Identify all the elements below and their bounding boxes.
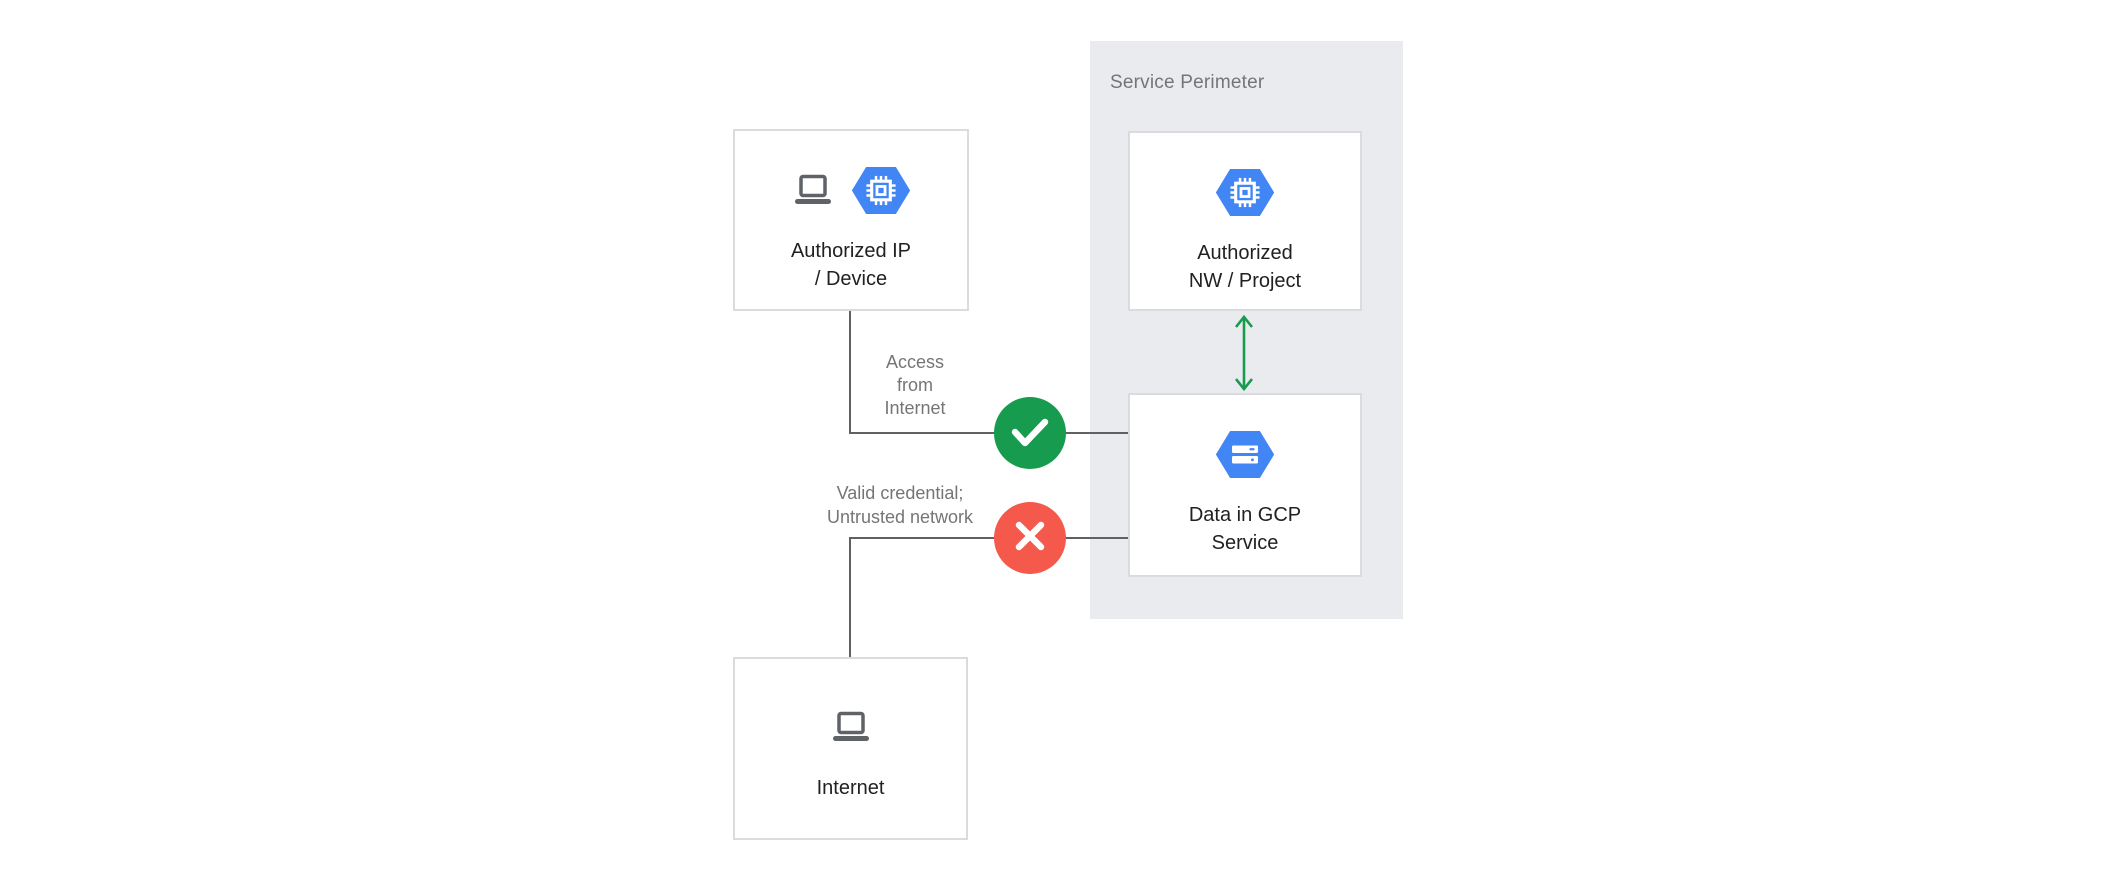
data-gcp-icons xyxy=(1214,430,1276,484)
gcp-compute-hexagon-icon xyxy=(850,163,912,223)
node-internet: Internet xyxy=(733,657,968,840)
node-authorized-ip-device: Authorized IP / Device xyxy=(733,129,969,311)
gcp-storage-hexagon-icon xyxy=(1214,427,1276,487)
double-arrow-icon xyxy=(1231,311,1257,400)
service-perimeter-title: Service Perimeter xyxy=(1110,72,1265,93)
allowed-status-badge xyxy=(994,397,1066,469)
laptop-icon xyxy=(791,173,835,214)
laptop-icon xyxy=(829,710,873,751)
internet-label: Internet xyxy=(816,777,885,799)
data-gcp-label: Data in GCP Service xyxy=(1188,504,1302,554)
x-icon xyxy=(994,500,1066,577)
connector-untrusted-horizontal-line xyxy=(849,537,1128,539)
valid-credential-untrusted-label: Valid credential; Untrusted network xyxy=(826,483,974,527)
gcp-compute-hexagon-icon xyxy=(1214,165,1276,225)
connector-access-vertical-line xyxy=(849,311,851,434)
connector-access-horizontal-line xyxy=(849,432,1128,434)
node-authorized-nw-project: Authorized NW / Project xyxy=(1128,131,1362,311)
connector-untrusted-vertical-line xyxy=(849,537,851,658)
access-from-internet-label: Access from Internet xyxy=(884,352,946,418)
node-data-in-gcp-service: Data in GCP Service xyxy=(1128,393,1362,577)
authorized-nw-icons xyxy=(1214,168,1276,222)
internet-icons xyxy=(829,703,873,757)
authorized-ip-icons xyxy=(791,166,912,220)
authorized-nw-label: Authorized NW / Project xyxy=(1188,242,1302,292)
authorized-ip-label: Authorized IP / Device xyxy=(790,240,912,290)
check-icon xyxy=(994,395,1066,472)
denied-status-badge xyxy=(994,502,1066,574)
